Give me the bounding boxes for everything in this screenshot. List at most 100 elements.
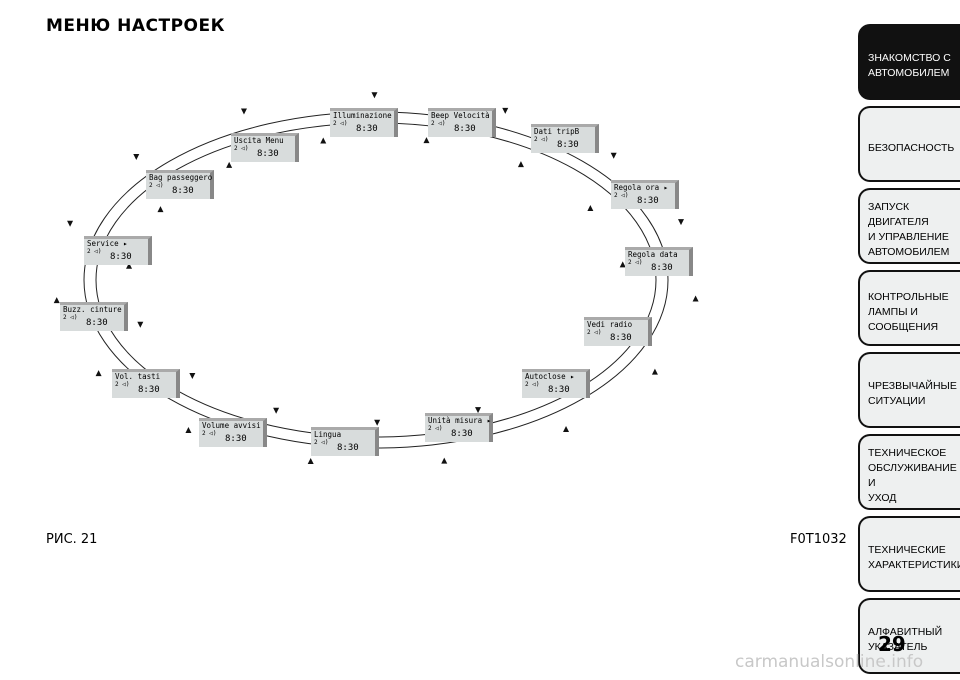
down-button-icon (133, 153, 140, 160)
display-status: 2 ◁) (628, 259, 643, 266)
display-time: 8:30 (257, 149, 279, 159)
display-time: 8:30 (557, 140, 579, 150)
up-button-icon (441, 457, 448, 464)
up-button-icon (320, 137, 327, 144)
display-status: 2 ◁) (614, 192, 629, 199)
menu-display: Service ▸2 ◁) 8:30 (84, 236, 152, 265)
display-status: 2 ◁) (333, 120, 348, 127)
tab-warning-lights[interactable]: КОНТРОЛЬНЫЕ ЛАМПЫ И СООБЩЕНИЯ (858, 270, 960, 346)
display-time: 8:30 (356, 124, 378, 134)
display-status: 2 ◁) (428, 425, 443, 432)
tab-index[interactable]: АЛФАВИТНЫЙ УКАЗАТЕЛЬ (858, 598, 960, 674)
watermark: carmanualsonline.info (735, 652, 924, 672)
display-time: 8:30 (454, 124, 476, 134)
display-status: 2 ◁) (87, 248, 102, 255)
display-status: 2 ◁) (431, 120, 446, 127)
display-time: 8:30 (225, 434, 247, 444)
display-status: 2 ◁) (149, 182, 164, 189)
up-button-icon (307, 457, 314, 464)
down-button-icon (189, 373, 196, 380)
display-time: 8:30 (138, 385, 160, 395)
up-button-icon (126, 262, 133, 269)
menu-item-label: Regola data (628, 250, 678, 259)
menu-display: Regola ora ▸2 ◁) 8:30 (611, 180, 679, 209)
figure-code: F0T1032 (790, 532, 847, 547)
menu-item-label: Volume avvisi (202, 421, 261, 430)
down-button-icon (610, 152, 617, 159)
menu-item-label: Vedi radio (587, 320, 633, 329)
menu-item-label: Dati tripB (534, 127, 580, 136)
up-button-icon (423, 137, 430, 144)
up-button-icon (563, 425, 570, 432)
up-button-icon (226, 161, 233, 168)
menu-item-label: Vol. tasti (115, 372, 161, 381)
up-button-icon (95, 370, 102, 377)
up-button-icon (587, 205, 594, 212)
menu-display: Unità misura ▸2 ◁) 8:30 (425, 413, 493, 442)
down-button-icon (67, 220, 74, 227)
menu-item-label: Buzz. cinture (63, 305, 122, 314)
display-status: 2 ◁) (587, 329, 602, 336)
page-title: МЕНЮ НАСТРОЕК (46, 16, 226, 36)
up-button-icon (185, 427, 192, 434)
display-status: 2 ◁) (115, 381, 130, 388)
menu-item-label: Uscita Menu (234, 136, 284, 145)
figure-label: РИС. 21 (46, 532, 98, 547)
up-button-icon (157, 206, 164, 213)
display-status: 2 ◁) (234, 145, 249, 152)
up-button-icon (651, 368, 658, 375)
display-status: 2 ◁) (534, 136, 549, 143)
tab-emergency[interactable]: ЧРЕЗВЫЧАЙНЫЕ СИТУАЦИИ (858, 352, 960, 428)
menu-item-label: Bag passeggero (149, 173, 213, 182)
display-time: 8:30 (548, 385, 570, 395)
display-time: 8:30 (86, 318, 108, 328)
page-number: 29 (878, 632, 906, 656)
menu-item-label: Illuminazione (333, 111, 392, 120)
down-button-icon (475, 407, 482, 414)
up-button-icon (692, 295, 699, 302)
up-button-icon (619, 261, 626, 268)
tab-specifications[interactable]: ТЕХНИЧЕСКИЕ ХАРАКТЕРИСТИКИ (858, 516, 960, 592)
tab-safety[interactable]: БЕЗОПАСНОСТЬ (858, 106, 960, 182)
menu-item-label: Service ▸ (87, 239, 128, 248)
menu-item-label: Regola ora ▸ (614, 183, 669, 192)
display-time: 8:30 (172, 186, 194, 196)
menu-item-label: Lingua (314, 430, 342, 439)
display-status: 2 ◁) (202, 430, 217, 437)
tab-starting[interactable]: ЗАПУСК ДВИГАТЕЛЯ И УПРАВЛЕНИЕ АВТОМОБИЛЕ… (858, 188, 960, 264)
tab-intro[interactable]: ЗНАКОМСТВО С АВТОМОБИЛЕМ (858, 24, 960, 100)
up-button-icon (517, 161, 524, 168)
display-status: 2 ◁) (314, 439, 329, 446)
display-status: 2 ◁) (63, 314, 78, 321)
down-button-icon (137, 321, 144, 328)
tab-maintenance[interactable]: ТЕХНИЧЕСКОЕ ОБСЛУЖИВАНИЕ И УХОД (858, 434, 960, 510)
display-time: 8:30 (637, 196, 659, 206)
menu-display: Autoclose ▸2 ◁) 8:30 (522, 369, 590, 398)
down-button-icon (273, 407, 280, 414)
display-time: 8:30 (110, 252, 132, 262)
display-time: 8:30 (651, 263, 673, 273)
down-button-icon (678, 219, 685, 226)
display-status: 2 ◁) (525, 381, 540, 388)
menu-item-label: Autoclose ▸ (525, 372, 575, 381)
display-time: 8:30 (610, 333, 632, 343)
down-button-icon (240, 108, 247, 115)
display-time: 8:30 (451, 429, 473, 439)
menu-item-label: Beep Velocità (431, 111, 490, 120)
up-button-icon (53, 297, 60, 304)
chapter-tabs: ЗНАКОМСТВО С АВТОМОБИЛЕМ БЕЗОПАСНОСТЬ ЗА… (858, 24, 960, 680)
display-time: 8:30 (337, 443, 359, 453)
down-button-icon (502, 107, 509, 114)
menu-item-label: Unità misura ▸ (428, 416, 492, 425)
down-button-icon (371, 92, 378, 99)
